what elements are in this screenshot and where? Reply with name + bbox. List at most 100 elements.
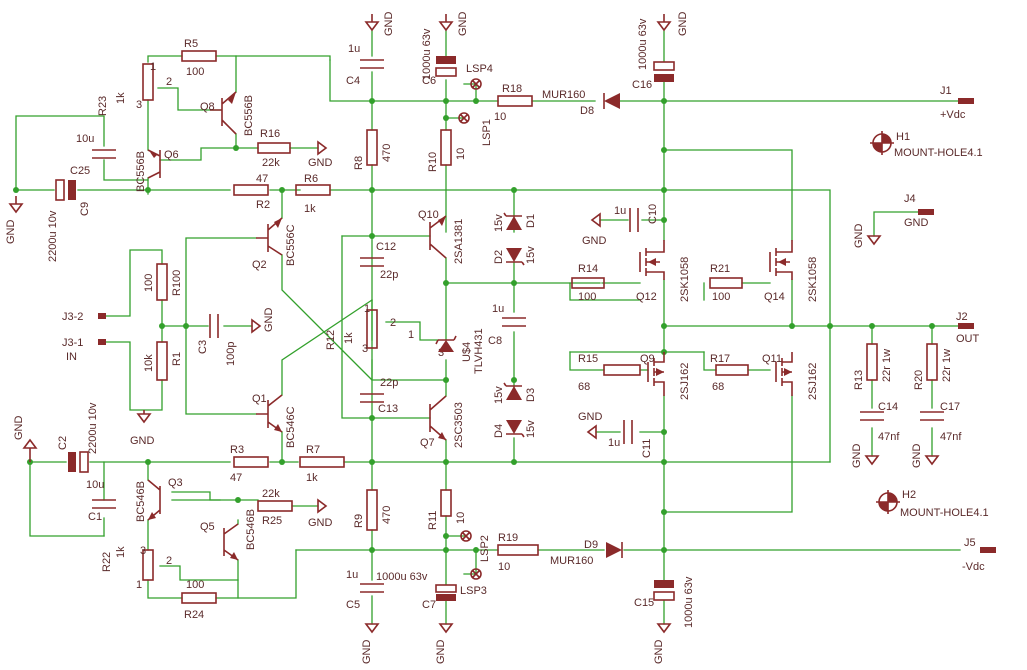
junction [443,459,449,465]
capacitors: 1u C4 C12 22p 22p C13 1u C8 10u C1 10u C… [47,18,962,628]
resistor-r23 [142,63,154,101]
wire-c25-loop [15,115,149,191]
resistor-r5 [181,50,217,62]
gnd-symbol [924,455,940,466]
r8-val: 470 [381,144,393,162]
junction [511,280,517,286]
junction [145,459,151,465]
wire-diff [185,237,373,415]
c3-ref: C3 [197,340,209,354]
r7-ref: R7 [306,444,320,456]
junction [511,187,517,193]
capacitor-c8 [502,317,526,327]
zener-d4 [506,420,525,438]
d2-val: 15v [525,246,537,264]
junction [443,533,449,539]
gnd-symbol [364,623,380,634]
c5-val: 1u [346,569,358,581]
gnd-label: GND [653,640,665,665]
junction [661,217,667,223]
j3-2-label: J3-2 [62,311,83,323]
junction [661,147,667,153]
q6-ref: Q6 [164,149,179,161]
r100-ref: R100 [171,270,183,296]
c10-ref: C10 [647,204,659,224]
j4-ref: J4 [904,193,916,205]
r12-ref: R12 [325,330,337,350]
r21-val: 100 [712,291,730,303]
junction [145,187,151,193]
gnd-label: GND [308,517,333,529]
junction [789,323,795,329]
q11-ref: Q11 [762,353,782,365]
q3-ref: Q3 [168,477,183,489]
gnd-symbol [438,623,454,634]
h2-label: MOUNT-HOLE4.1 [900,507,989,519]
gnd-label: GND [582,235,607,247]
j5-ref: J5 [964,537,976,549]
r13-val: 22r 1w [881,349,893,382]
connector-j3-2-pin [98,313,106,319]
c9-ref: C9 [79,202,91,216]
wire-gnd-j4 [873,211,921,237]
r24-ref: R24 [184,609,204,621]
c13-val: 22p [380,377,398,389]
junction [929,323,935,329]
connector-j4-pin [918,209,934,215]
shunt-reference-u4 [435,335,457,352]
q7-ref: Q7 [420,437,435,449]
connector-j5-pin [980,547,996,553]
resistor-r10 [440,129,452,166]
gnd-label: GND [263,308,275,333]
r23-ref: R23 [97,96,109,116]
c6-val: 1000u 63v [421,28,433,80]
c1-ref: C1 [88,511,102,523]
gnd-symbol [656,14,672,32]
r24-val: 100 [186,579,204,591]
junction [443,115,449,121]
r19-val: 10 [498,561,510,573]
junction [443,377,449,383]
c16-val: 1000u 63v [637,18,649,70]
junction [511,377,517,383]
d3-ref: D3 [525,388,537,402]
c12-ref: C12 [376,241,396,253]
capacitor-c11 [623,420,633,444]
capacitor-c7 [435,584,457,601]
mosfet-q12 [639,240,665,280]
gnd-symbol [22,438,38,462]
wire-r12-ref [371,299,447,381]
junction [369,233,375,239]
q10-val: 2SA1381 [453,219,465,264]
c14-val: 47nf [878,431,900,443]
r5-ref: R5 [184,38,198,50]
q7-val: 2SC3503 [453,402,465,448]
resistor-r3 [233,456,269,468]
c25-ref: C25 [70,165,90,177]
r6-val: 1k [304,203,316,215]
r15-val: 68 [578,381,590,393]
c25-val: 10u [76,133,94,145]
wire-zobel [871,325,933,457]
j1-label: +Vdc [940,109,966,121]
q12-ref: Q12 [636,291,657,303]
c10-val: 1u [614,205,626,217]
d4-val: 15v [525,420,537,438]
r12-val: 1k [343,332,355,344]
r1-val: 10k [143,354,155,372]
resistor-r7 [299,456,345,468]
junction [279,187,285,193]
junction [13,187,19,193]
gnd-label: GND [435,640,447,665]
capacitor-c12 [360,257,384,267]
junction [661,459,667,465]
gnd-label: GND [677,12,689,37]
resistor-r6 [295,184,331,196]
gnd-label: GND [130,435,155,447]
wire-c6 [371,29,665,102]
c5-ref: C5 [346,599,360,611]
junction [443,98,449,104]
capacitor-c16 [653,61,675,82]
junction [473,98,479,104]
